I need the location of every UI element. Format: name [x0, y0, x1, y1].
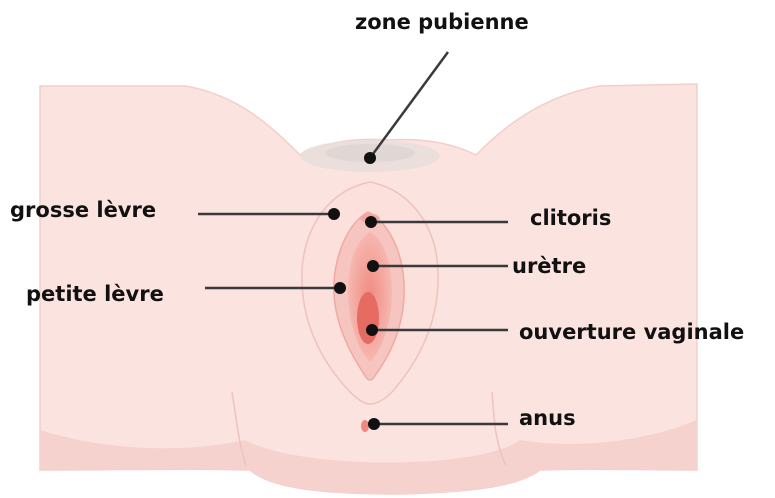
label-labia-majora: grosse lèvre [10, 200, 156, 221]
label-labia-minora: petite lèvre [26, 284, 164, 305]
pointer-dot-grosse [328, 208, 340, 220]
label-urethra: urètre [512, 256, 586, 277]
label-pubic-zone: zone pubienne [355, 12, 529, 33]
label-vaginal-opening: ouverture vaginale [519, 322, 744, 343]
pointer-dot-clitoris [365, 216, 377, 228]
vaginal-opening-shape [357, 292, 379, 344]
pointer-dot-petite [334, 282, 346, 294]
pointer-dot-vagin [366, 324, 378, 336]
pointer-dot-uretre [367, 260, 379, 272]
label-anus: anus [519, 408, 576, 429]
pointer-dot-zone [364, 152, 376, 164]
pointer-dot-anus [368, 418, 380, 430]
anus-shape [361, 420, 369, 432]
label-clitoris: clitoris [530, 208, 611, 229]
